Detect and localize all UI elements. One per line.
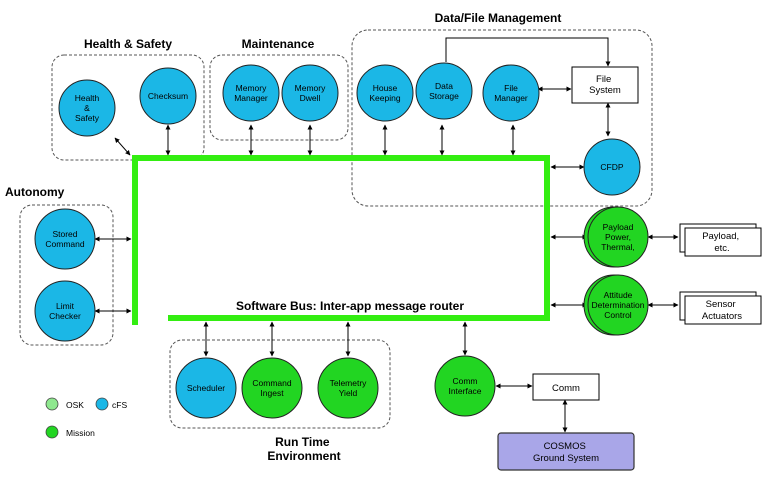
legend-osk-swatch — [45, 397, 59, 411]
health-safety-label: Health&Safety — [75, 93, 100, 123]
scheduler-label: Scheduler — [187, 383, 225, 393]
command-ingest-circle — [241, 357, 303, 419]
scheduler-node[interactable]: Scheduler — [175, 357, 237, 419]
group-health-safety-box — [51, 54, 205, 161]
group-data-file-box — [351, 29, 653, 207]
file-system-box[interactable] — [571, 66, 639, 104]
group-maintenance-box — [209, 54, 349, 141]
checksum-circle — [139, 67, 197, 125]
scheduler-circle — [175, 357, 237, 419]
health-safety-circle — [58, 79, 116, 137]
data-storage-circle — [415, 62, 473, 120]
group-autonomy-box — [19, 204, 114, 346]
group-runtime-box — [169, 339, 391, 429]
memory-manager-circle — [222, 64, 280, 122]
payload-power-thermal-circle — [587, 206, 649, 268]
legend-mission-label: Mission — [66, 428, 95, 438]
group-title-autonomy: Autonomy — [5, 185, 65, 199]
comm-box-label: Comm — [552, 383, 580, 394]
cosmos-ground-system-box[interactable] — [497, 432, 635, 471]
cfdp-circle — [583, 138, 641, 196]
checksum-label: Checksum — [148, 91, 188, 101]
checksum-node[interactable]: Checksum — [139, 67, 197, 125]
group-title-runtime: Run Time Environment — [267, 435, 340, 463]
group-title-maintenance: Maintenance — [242, 37, 315, 51]
house-keeping-circle — [356, 64, 414, 122]
payload-box-label: Payload, etc. — [702, 231, 742, 254]
legend: OSK cFS Mission — [45, 397, 127, 439]
arrow-health-safety-bus — [114, 137, 131, 156]
group-title-data-file: Data/File Management — [435, 11, 562, 25]
memory-dwell-circle — [281, 64, 339, 122]
sensor-actuators-box[interactable]: Sensor Actuators — [679, 291, 762, 325]
file-system-label: File System — [589, 74, 621, 96]
legend-mission-swatch — [45, 425, 59, 439]
file-manager-circle — [482, 64, 540, 122]
cfdp-label: CFDP — [600, 162, 623, 172]
cfdp-node[interactable]: CFDP — [583, 138, 641, 196]
legend-cfs-swatch — [95, 397, 109, 411]
arrow-data-storage-file-system — [445, 37, 611, 67]
sensor-actuators-label: Sensor Actuators — [702, 299, 742, 322]
cosmos-ground-system-label: COSMOS Ground System — [533, 441, 599, 464]
payload-box[interactable]: Payload, etc. — [679, 223, 762, 257]
telemetry-yield-circle — [317, 357, 379, 419]
limit-checker-circle — [34, 280, 96, 342]
comm-box[interactable] — [532, 373, 600, 401]
software-bus-label: Software Bus: Inter-app message router — [236, 299, 464, 313]
stored-command-circle — [34, 208, 96, 270]
health-safety-node[interactable]: Health&Safety — [58, 79, 116, 137]
legend-osk-label: OSK — [66, 400, 84, 410]
comm-interface-circle — [434, 355, 496, 417]
attitude-determination-control-circle — [587, 274, 649, 336]
legend-cfs-label: cFS — [112, 400, 127, 410]
group-title-health-safety: Health & Safety — [84, 37, 172, 51]
software-bus-line — [132, 155, 550, 325]
